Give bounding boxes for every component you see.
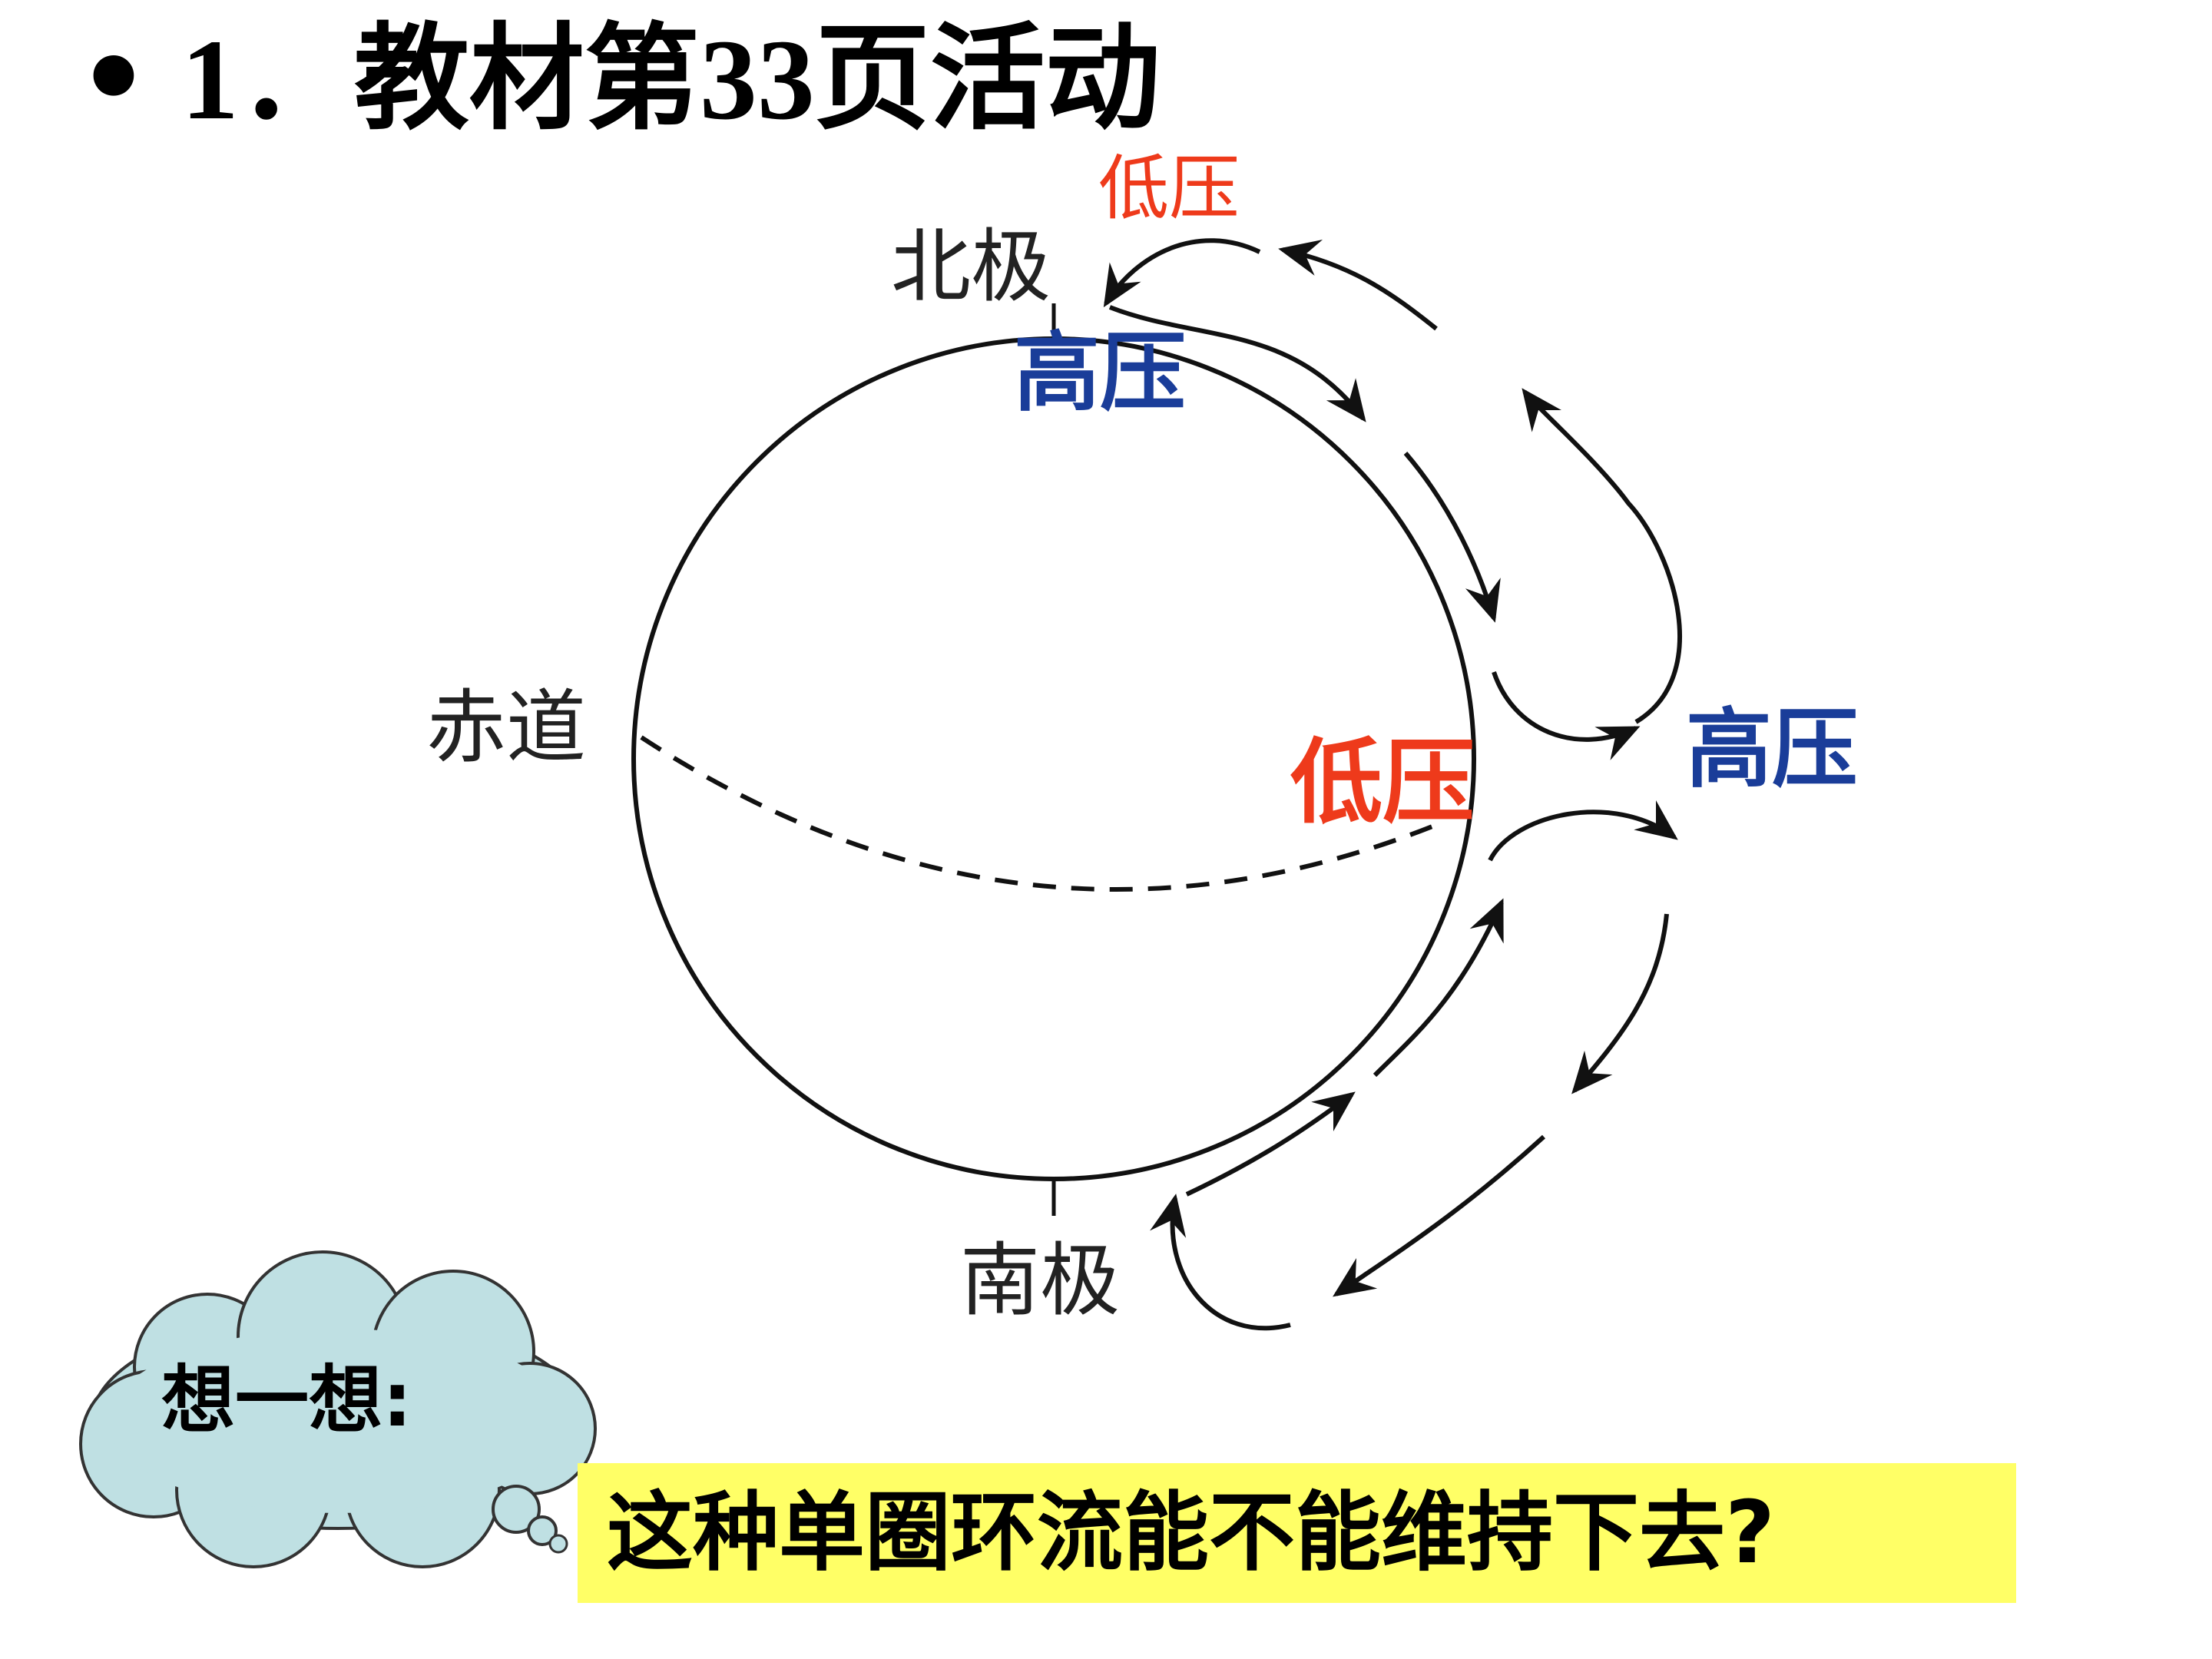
slide-title: •1．教材第33页活动 — [77, 22, 1161, 137]
think-label: 想一想: — [161, 1357, 412, 1443]
question-highlight — [578, 1463, 2016, 1603]
equator-low-label: 低压 — [1290, 730, 1475, 836]
outer-high-label: 高压 — [1686, 700, 1858, 800]
south-pole-label: 南极 — [960, 1233, 1121, 1327]
bullet-point: • — [77, 12, 151, 146]
north-pole-label: 北极 — [891, 220, 1051, 313]
equator-label: 赤道 — [426, 680, 587, 774]
upper-arrow-south-2 — [1333, 1134, 1546, 1297]
surface-arrow-south-2 — [1373, 898, 1504, 1078]
polar-descent-arrow — [1103, 238, 1261, 308]
surface-arrow-2 — [1403, 452, 1501, 623]
cloud-bubble-small — [548, 1534, 568, 1554]
think-cloud — [79, 1250, 597, 1568]
surface-arrow-south-1 — [1185, 1091, 1356, 1197]
descent-arrow-south — [1150, 1194, 1291, 1331]
polar-high-label: 高压 — [1014, 323, 1186, 423]
equator-dashed-line — [640, 735, 1445, 892]
southern-circulation-cell — [1150, 800, 1678, 1331]
equator-rise-arrow — [1492, 671, 1641, 760]
cloud-bubble-large — [492, 1485, 541, 1534]
northern-circulation-cell — [1103, 238, 1682, 760]
cloud-bubble-medium — [527, 1515, 558, 1546]
surface-arrow-1 — [1108, 305, 1366, 422]
polar-low-label: 低压 — [1098, 147, 1240, 230]
upper-return-arrow-1 — [1522, 388, 1682, 724]
upper-return-arrow-2 — [1278, 239, 1438, 331]
question-text: 这种单圈环流能不能维持下去? — [607, 1483, 1775, 1583]
upper-arrow-south-1 — [1571, 913, 1669, 1094]
rise-arrow-south — [1488, 800, 1678, 862]
title-text: 1．教材第33页活动 — [180, 16, 1161, 144]
earth-globe — [631, 303, 1476, 1216]
